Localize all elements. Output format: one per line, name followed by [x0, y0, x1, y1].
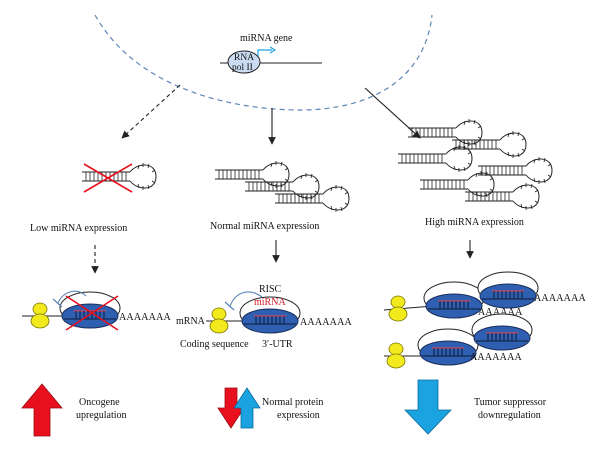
- low-effect-arrow: [21, 383, 63, 437]
- low-effect-line2: upregulation: [76, 410, 127, 421]
- mirna-label: miRNA: [254, 297, 286, 308]
- normal-up-effect-arrow: [233, 387, 261, 429]
- low-expression-label: Low miRNA expression: [30, 223, 127, 234]
- risc-label: RISC: [259, 284, 282, 295]
- low-poly-a: AAAAAAA: [119, 312, 172, 323]
- low-effect-line1: Oncogene: [79, 397, 120, 408]
- high-risc-1: [423, 281, 485, 319]
- high-poly-a-3: AAAAAAA: [470, 352, 523, 363]
- high-hairpin-2: [451, 130, 527, 159]
- polymerase-label-line1: RNA: [234, 53, 254, 63]
- normal-inhibition-icon: [229, 291, 263, 307]
- high-risc-2: [477, 271, 539, 309]
- coding-sequence-label: Coding sequence: [180, 339, 249, 350]
- poly-a-normal: AAAAAAA: [300, 317, 353, 328]
- high-hairpin-1: [407, 118, 483, 147]
- high-risc-3: [417, 328, 479, 366]
- nuclear-envelope: [94, 14, 433, 111]
- high-effect-arrow: [404, 379, 452, 435]
- low-cross-icon: [83, 163, 133, 193]
- high-effect-line1: Tumor suppressor: [474, 397, 547, 408]
- utr-label: 3′-UTR: [262, 339, 293, 350]
- low-export-arrow: [121, 84, 181, 139]
- normal-hairpin-1: [214, 160, 290, 189]
- normal-expression-label: Normal miRNA expression: [210, 221, 319, 232]
- transcription-arrow-icon: [257, 49, 272, 56]
- polymerase-label-line2: pol II: [232, 63, 253, 73]
- high-risc-4: [471, 313, 533, 351]
- low-cross-icon-risc: [65, 295, 119, 331]
- high-hairpin-6: [464, 182, 540, 211]
- normal-down-effect-arrow: [217, 387, 245, 429]
- high-effect-line2: downregulation: [478, 410, 541, 421]
- low-inhibition-icon: [57, 290, 87, 304]
- normal-effect-line2: expression: [277, 410, 320, 421]
- high-poly-a-2: AAAAAA: [478, 307, 523, 318]
- normal-effect-line1: Normal protein: [262, 397, 323, 408]
- high-poly-a-1: AAAAAAA: [534, 293, 587, 304]
- high-export-arrow: [364, 87, 421, 139]
- high-expression-label: High miRNA expression: [425, 217, 524, 228]
- rna-polymerase: [227, 50, 261, 74]
- high-hairpin-4: [477, 156, 553, 185]
- mrna-label: mRNA: [176, 316, 206, 327]
- gene-label: miRNA gene: [240, 33, 293, 44]
